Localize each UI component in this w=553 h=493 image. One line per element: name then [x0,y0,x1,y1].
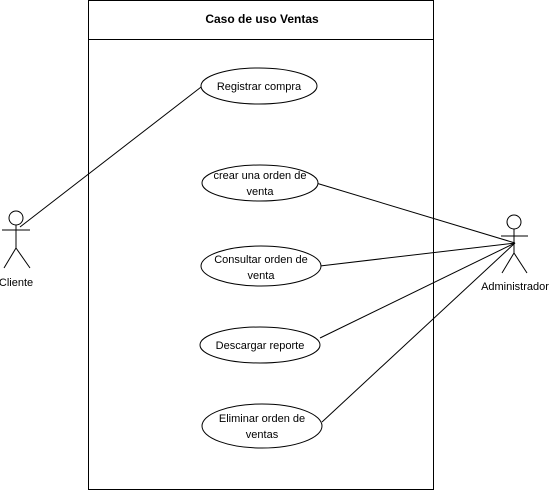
system-title: Caso de uso Ventas [205,12,319,26]
use-case-label: Eliminar orden de [219,413,305,425]
association-cliente-registrar-compra [19,83,206,228]
use-case-crear-orden[interactable]: crear una orden de venta [201,164,319,202]
association-admin-consultar-orden [319,242,516,267]
use-case-consultar-orden[interactable]: Consultar orden de venta [200,245,322,287]
use-case-label: Consultar orden de [214,254,308,266]
use-case-label: venta [248,270,276,282]
use-case-label: crear una orden de [214,170,307,182]
actor-administrador[interactable]: Administrador [481,214,549,293]
use-case-label: Descargar reporte [216,340,305,352]
stick-figure-icon [501,214,528,274]
actor-cliente[interactable]: Cliente [0,210,33,289]
use-case-eliminar-orden[interactable]: Eliminar orden de ventas [201,403,323,449]
use-case-label: Registrar compra [217,81,302,93]
use-case-label: venta [247,186,275,198]
associations [19,83,516,423]
actor-label: Administrador [481,281,549,293]
use-case-registrar-compra[interactable]: Registrar compra [200,67,318,105]
use-case-label: ventas [246,429,279,441]
association-admin-crear-orden [315,182,516,244]
stick-figure-icon [2,210,31,269]
association-admin-descargar-reporte [319,242,516,339]
use-case-descargar-reporte[interactable]: Descargar reporte [199,326,321,364]
actor-label: Cliente [0,277,33,289]
association-admin-eliminar-orden [321,242,516,423]
